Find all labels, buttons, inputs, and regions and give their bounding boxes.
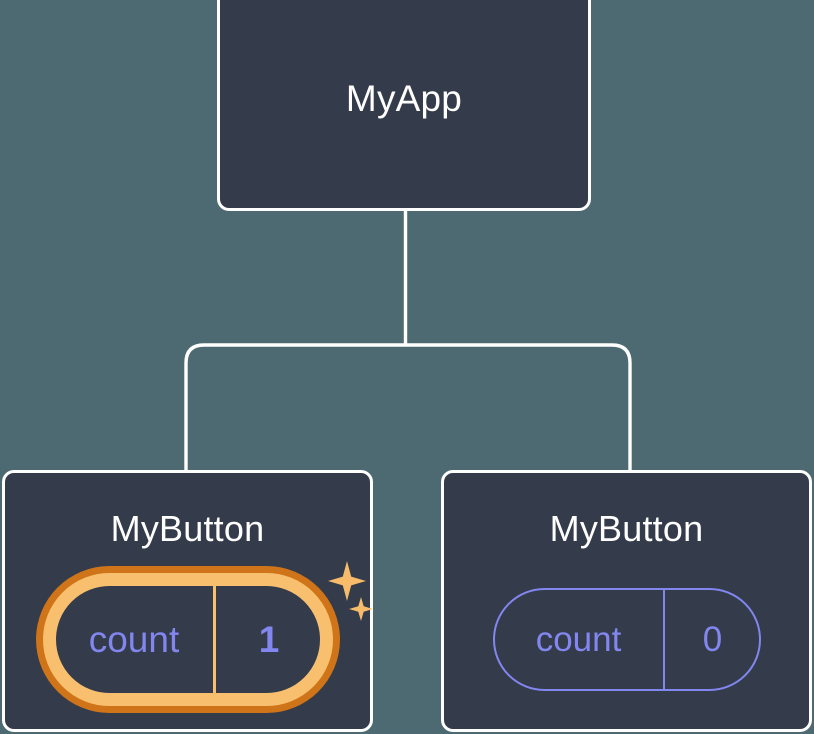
node-mybutton-right[interactable]: MyButton count 0 (441, 470, 812, 732)
node-mybutton-left[interactable]: MyButton count 1 (2, 470, 373, 732)
sparkle-small-icon (348, 597, 373, 621)
sparkle-large-icon (327, 561, 366, 601)
node-title: MyApp (345, 78, 463, 119)
node-myapp[interactable]: MyApp (217, 0, 591, 211)
state-key: count (88, 618, 180, 660)
state-pill-highlighted[interactable]: count 1 (42, 573, 333, 706)
state-value: 0 (662, 590, 761, 689)
state-key: count (535, 619, 622, 659)
state-value: 1 (212, 586, 323, 693)
node-title: MyButton (549, 508, 704, 549)
connector-branch-bus (184, 343, 632, 470)
state-pill-wrap: count 1 (42, 561, 373, 706)
node-title: MyButton (110, 508, 265, 549)
state-pill-wrap: count 0 (492, 588, 761, 691)
state-pill[interactable]: count 0 (492, 588, 761, 691)
